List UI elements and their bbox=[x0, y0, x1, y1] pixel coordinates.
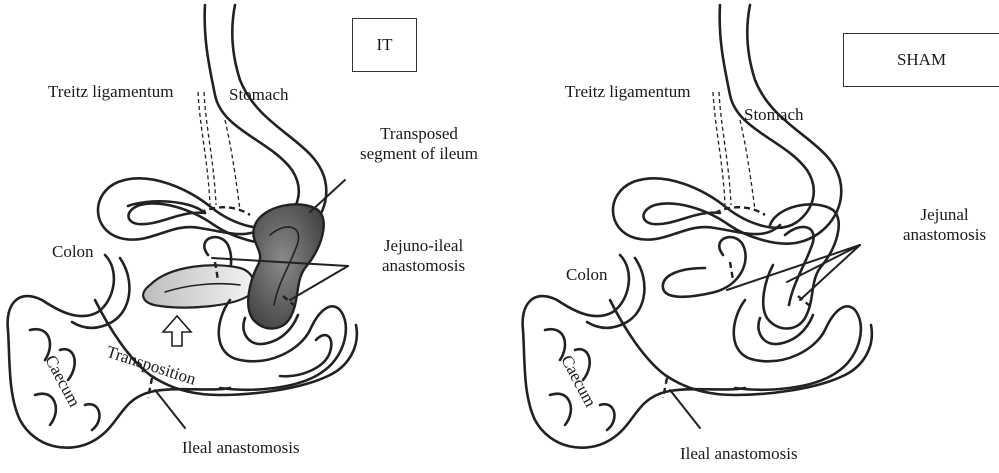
treitz-dash-3 bbox=[225, 120, 240, 210]
transposition-arrow-icon bbox=[163, 316, 191, 346]
ileal-anastomosis-dash-sham bbox=[663, 378, 667, 398]
panel-tag-sham: SHAM bbox=[843, 33, 999, 87]
treitz-dash-3-sham bbox=[740, 120, 755, 210]
pointer-jejunal-2-sham bbox=[787, 245, 860, 282]
treitz-dash-1-sham bbox=[713, 92, 725, 205]
treitz-dash-2-sham bbox=[719, 92, 731, 205]
label-ileal-sham: Ileal anastomosis bbox=[680, 444, 798, 464]
label-stomach-sham: Stomach bbox=[744, 105, 804, 125]
ileal-anastomosis-dash bbox=[148, 378, 152, 398]
label-colon-sham: Colon bbox=[566, 265, 608, 285]
treitz-dash-2 bbox=[204, 92, 216, 205]
label-colon-it: Colon bbox=[52, 242, 94, 262]
esophagus-stomach-inner-sham bbox=[643, 5, 841, 244]
colon-inner bbox=[72, 258, 129, 328]
panel-tag-it: IT bbox=[352, 18, 417, 72]
jejunal-dash-1-sham bbox=[730, 262, 733, 280]
pointer-transposed bbox=[310, 180, 345, 212]
esophagus-stomach-outer bbox=[98, 5, 299, 240]
pointer-jejunal-1-sham bbox=[727, 245, 860, 290]
pointer-ileal bbox=[155, 390, 185, 428]
treitz-junction-dash bbox=[200, 207, 250, 215]
pointer-ileal-sham bbox=[670, 390, 700, 428]
label-treitz-sham: Treitz ligamentum bbox=[565, 82, 690, 102]
ascending-colon-sham bbox=[610, 300, 872, 395]
label-transposed-it: Transposed segment of ileum bbox=[360, 124, 478, 163]
label-treitz-it: Treitz ligamentum bbox=[48, 82, 173, 102]
label-jejuno-ileal-it: Jejuno-ileal anastomosis bbox=[382, 236, 465, 275]
treitz-junction-dash-sham bbox=[715, 207, 765, 215]
label-ileal-it: Ileal anastomosis bbox=[182, 438, 300, 458]
jejunum-loops-sham-2 bbox=[763, 204, 839, 328]
duodenum bbox=[128, 201, 205, 213]
treitz-dash-1 bbox=[198, 92, 210, 205]
colon-outer-sham bbox=[523, 255, 745, 448]
moved-segment-light bbox=[143, 265, 254, 307]
ascending-colon bbox=[95, 300, 357, 395]
transposed-segment-dark bbox=[248, 204, 324, 328]
label-jejunal-sham: Jejunal anastomosis bbox=[903, 205, 986, 244]
label-stomach-it: Stomach bbox=[229, 85, 289, 105]
